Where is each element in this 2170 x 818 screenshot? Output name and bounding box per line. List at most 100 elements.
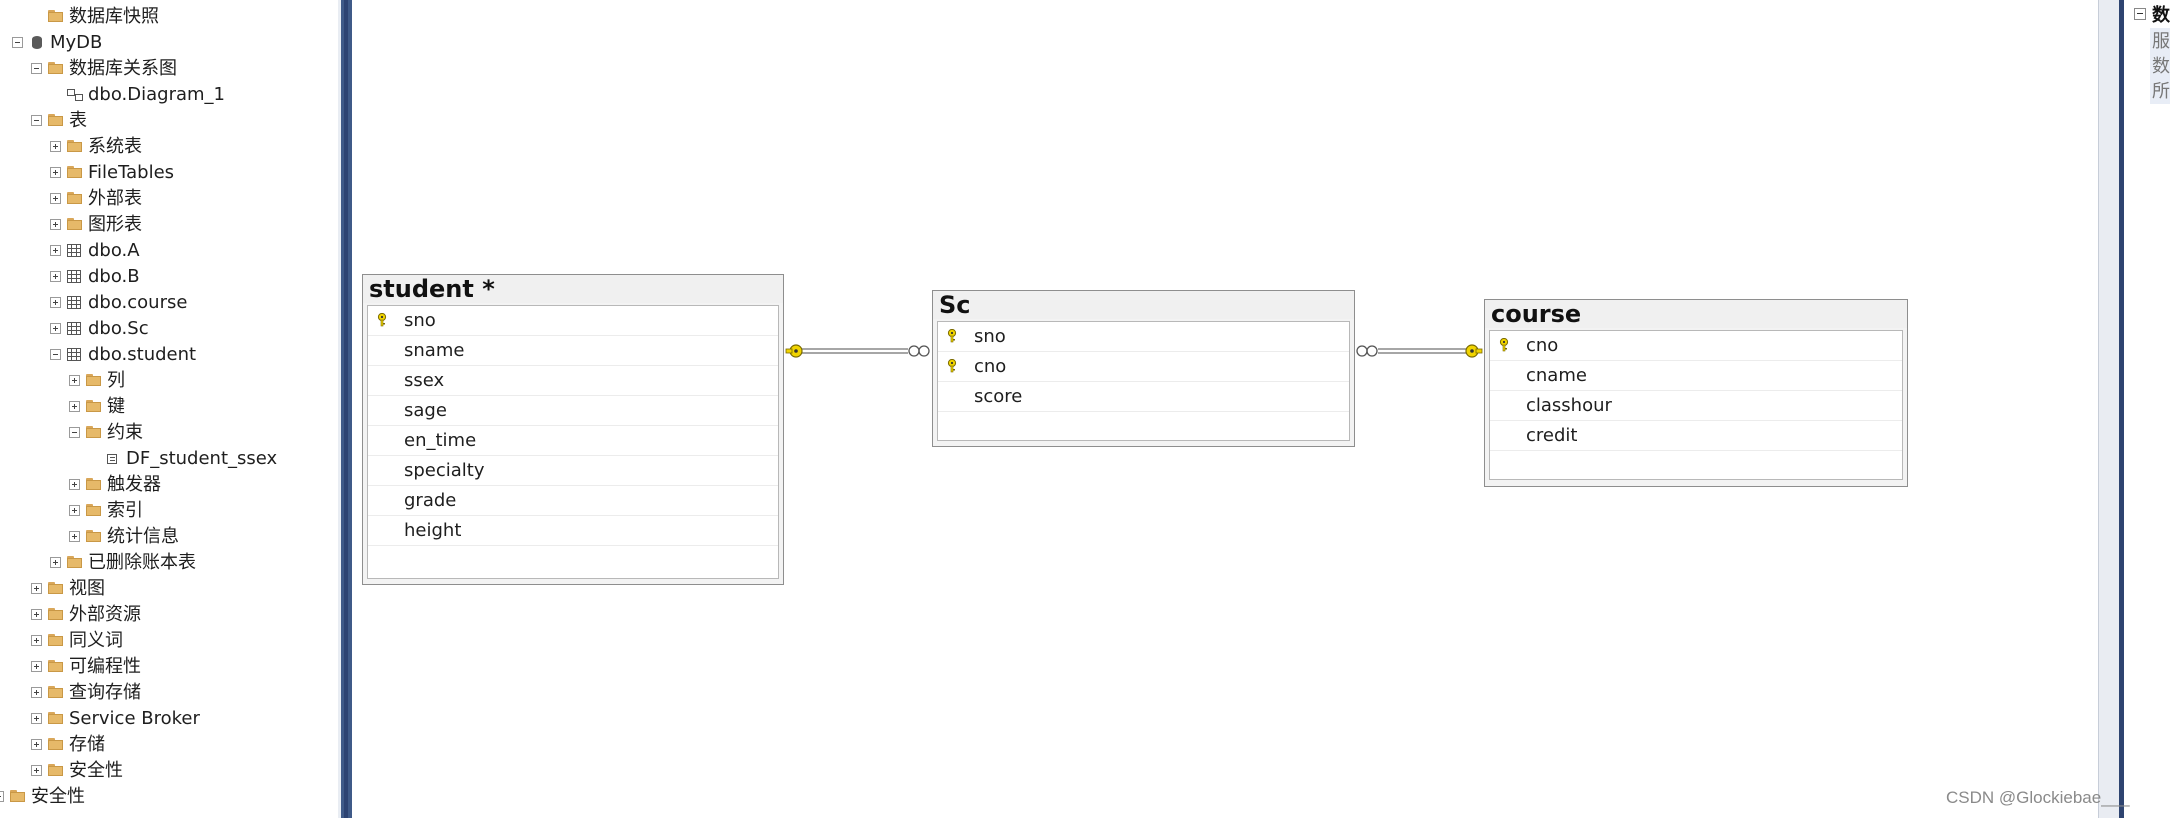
property-label: 服 bbox=[2152, 31, 2170, 52]
column-list: cno cname classhour credit bbox=[1489, 330, 1903, 480]
collapse-icon[interactable] bbox=[31, 115, 42, 126]
folder-icon bbox=[48, 608, 64, 621]
relationship-course-sc[interactable] bbox=[1356, 344, 1483, 358]
expand-icon[interactable] bbox=[50, 193, 61, 204]
table-icon bbox=[67, 322, 83, 335]
expand-icon[interactable] bbox=[69, 401, 80, 412]
folder-icon bbox=[86, 504, 102, 517]
expand-icon[interactable] bbox=[31, 583, 42, 594]
expand-icon[interactable] bbox=[31, 661, 42, 672]
watermark: CSDN @Glockiebae___ bbox=[1946, 788, 2130, 807]
database-icon bbox=[29, 36, 45, 49]
right-splitter[interactable] bbox=[2098, 0, 2125, 818]
folder-icon bbox=[48, 738, 64, 751]
collapse-icon[interactable] bbox=[50, 349, 61, 360]
relationship-student-sc[interactable] bbox=[785, 344, 930, 358]
tree-item-label: 存储 bbox=[69, 734, 105, 755]
column-name: sno bbox=[974, 326, 1006, 347]
infinity-icon bbox=[908, 345, 930, 357]
expand-icon[interactable] bbox=[50, 141, 61, 152]
expand-icon[interactable] bbox=[31, 635, 42, 646]
table-column-row[interactable]: cname bbox=[1490, 361, 1902, 391]
collapse-icon[interactable] bbox=[0, 791, 4, 802]
table-column-row[interactable]: grade bbox=[368, 486, 778, 516]
tree-item-label: 查询存储 bbox=[69, 682, 141, 703]
primary-key-icon bbox=[946, 359, 958, 373]
expand-icon[interactable] bbox=[69, 505, 80, 516]
folder-icon bbox=[86, 530, 102, 543]
table-column-row[interactable]: cno bbox=[1490, 331, 1902, 361]
table-column-row[interactable]: specialty bbox=[368, 456, 778, 486]
expand-icon[interactable] bbox=[50, 271, 61, 282]
tree-item-label: MyDB bbox=[50, 32, 103, 53]
expand-icon[interactable] bbox=[50, 297, 61, 308]
tree-item-label: 图形表 bbox=[88, 214, 142, 235]
table-column-row[interactable]: sage bbox=[368, 396, 778, 426]
table-column-row[interactable]: score bbox=[938, 382, 1349, 412]
collapse-icon[interactable] bbox=[69, 427, 80, 438]
collapse-toggle[interactable] bbox=[2134, 8, 2146, 20]
tree-item-label: dbo.Sc bbox=[88, 318, 149, 339]
expand-icon[interactable] bbox=[31, 739, 42, 750]
tree-item-label: dbo.student bbox=[88, 344, 197, 365]
table-icon bbox=[67, 244, 83, 257]
expand-icon[interactable] bbox=[31, 609, 42, 620]
expand-icon[interactable] bbox=[31, 765, 42, 776]
tree-item-label: FileTables bbox=[88, 162, 175, 183]
table-column-row[interactable]: sname bbox=[368, 336, 778, 366]
table-column-row[interactable]: ssex bbox=[368, 366, 778, 396]
table-column-row[interactable]: height bbox=[368, 516, 778, 546]
column-name: en_time bbox=[404, 430, 477, 451]
expand-icon[interactable] bbox=[50, 219, 61, 230]
folder-icon bbox=[86, 478, 102, 491]
table-column-row[interactable]: cno bbox=[938, 352, 1349, 382]
column-name: specialty bbox=[404, 460, 485, 481]
column-name: sno bbox=[404, 310, 436, 331]
properties-panel[interactable]: 数 服 数 所 bbox=[2124, 0, 2170, 818]
table-column-row[interactable]: classhour bbox=[1490, 391, 1902, 421]
expand-icon[interactable] bbox=[69, 531, 80, 542]
expand-icon[interactable] bbox=[50, 557, 61, 568]
tree-item-label: 索引 bbox=[107, 500, 143, 521]
collapse-icon[interactable] bbox=[31, 63, 42, 74]
primary-key-icon bbox=[946, 329, 958, 343]
folder-icon bbox=[48, 114, 64, 127]
tree-item-label: 视图 bbox=[69, 578, 105, 599]
expand-icon[interactable] bbox=[50, 245, 61, 256]
table-column-row[interactable]: en_time bbox=[368, 426, 778, 456]
column-name: classhour bbox=[1526, 395, 1612, 416]
tree-item-label: 可编程性 bbox=[69, 656, 141, 677]
collapse-icon[interactable] bbox=[12, 37, 23, 48]
table-icon bbox=[67, 270, 83, 283]
expand-icon[interactable] bbox=[69, 479, 80, 490]
table-column-row[interactable]: sno bbox=[938, 322, 1349, 352]
expand-icon[interactable] bbox=[50, 167, 61, 178]
folder-icon bbox=[67, 556, 83, 569]
expand-icon[interactable] bbox=[31, 713, 42, 724]
tree-item-label: dbo.A bbox=[88, 240, 140, 261]
key-icon bbox=[785, 344, 803, 358]
properties-highlight bbox=[2150, 28, 2170, 104]
tree-item-label: 系统表 bbox=[88, 136, 142, 157]
column-name: cno bbox=[1526, 335, 1559, 356]
folder-icon bbox=[67, 192, 83, 205]
column-name: ssex bbox=[404, 370, 445, 391]
key-icon bbox=[1465, 344, 1483, 358]
table-column-row[interactable]: sno bbox=[368, 306, 778, 336]
left-splitter[interactable] bbox=[338, 0, 352, 818]
table-column-row[interactable]: credit bbox=[1490, 421, 1902, 451]
folder-icon bbox=[48, 62, 64, 75]
expand-icon[interactable] bbox=[50, 323, 61, 334]
expand-icon[interactable] bbox=[31, 687, 42, 698]
tree-item-label: 安全性 bbox=[69, 760, 123, 781]
table-icon bbox=[67, 296, 83, 309]
expand-icon[interactable] bbox=[69, 375, 80, 386]
table-title: student * bbox=[363, 275, 783, 303]
